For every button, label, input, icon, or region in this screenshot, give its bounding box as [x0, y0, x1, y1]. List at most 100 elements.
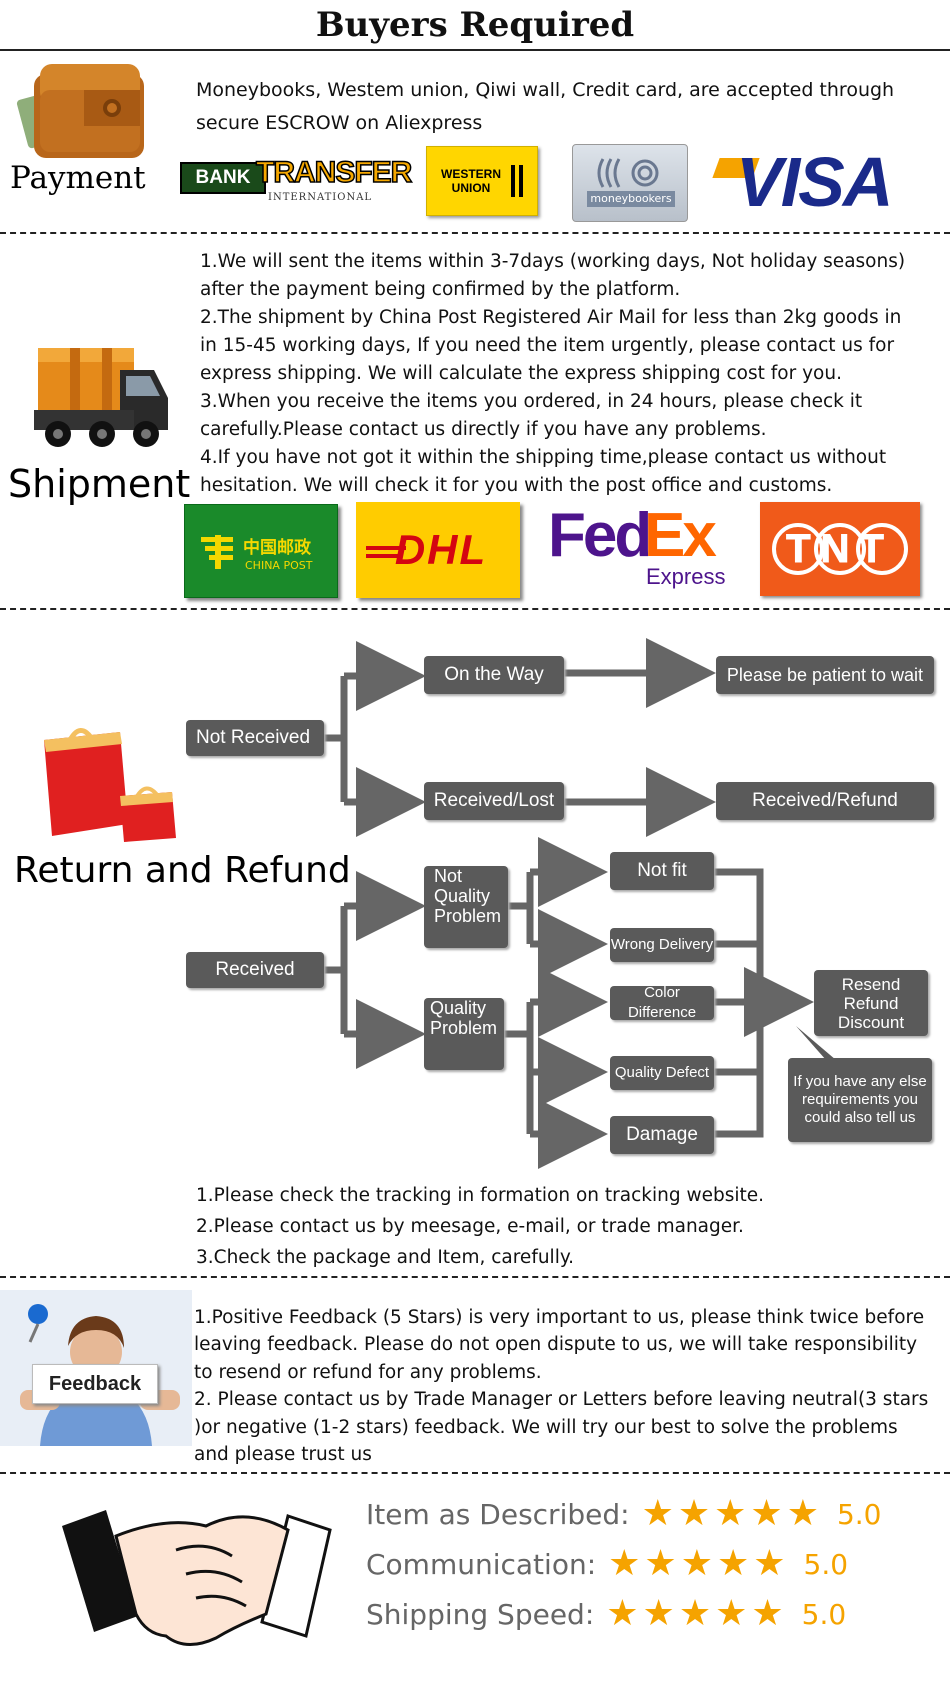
text-line: If you have any else [793, 1073, 927, 1090]
text-line: Resend [841, 974, 901, 994]
star-icon: ★ [642, 1593, 675, 1634]
bank-text: BANK [180, 162, 266, 194]
section-divider [0, 232, 950, 234]
flow-quality-defect: Quality Defect [610, 1056, 714, 1090]
text-line: 3.Check the package and Item, carefully. [196, 1247, 575, 1268]
rating-label: Item as Described: [366, 1497, 630, 1531]
star-icon: ★ [716, 1543, 750, 1584]
feedback-image: Feedback [0, 1290, 192, 1446]
visa-logo: VISA [712, 143, 906, 221]
fedex-fed-text: Fed [548, 501, 652, 570]
visa-text: VISA [736, 143, 893, 221]
text-line: secure ESCROW on Aliexpress [196, 112, 483, 134]
union-text: UNION [451, 181, 491, 195]
rating-score: 5.0 [801, 1597, 847, 1631]
shopping-bags-icon [34, 714, 184, 846]
moneybookers-arcs-icon [597, 158, 659, 188]
section-divider [0, 608, 950, 610]
star-icon: ★ [677, 1493, 711, 1534]
star-icon: ★ [786, 1493, 819, 1534]
flow-quality-problem: Quality Problem [424, 998, 504, 1070]
text-line: to resend or refund for any problems. [194, 1361, 542, 1383]
star-icon: ★ [608, 1543, 641, 1584]
refund-notes: 1.Please check the tracking in formation… [196, 1180, 764, 1273]
text-line: 3.When you receive the items you ordered… [200, 391, 863, 412]
tnt-text: TNT [786, 527, 894, 572]
flow-not-fit: Not fit [610, 852, 714, 890]
flow-else-requirements: If you have any else requirements you co… [788, 1058, 932, 1142]
text-line: could also tell us [804, 1109, 916, 1126]
speech-tail-icon [796, 1026, 836, 1060]
text-line: 2.Please contact us by meesage, e-mail, … [196, 1216, 744, 1237]
text-line: Quality [430, 998, 487, 1018]
payment-text: Moneybooks, Westem union, Qiwi wall, Cre… [196, 74, 894, 140]
flow-be-patient: Please be patient to wait [716, 656, 934, 694]
section-divider [0, 1276, 950, 1278]
text-line: leaving feedback. Please do not open dis… [194, 1334, 918, 1356]
feedback-text: 1.Positive Feedback (5 Stars) is very im… [194, 1304, 928, 1468]
star-icon: ★ [751, 1593, 784, 1634]
star-icon: ★ [644, 1543, 677, 1584]
text-line: )or negative (1-2 stars) feedback. We wi… [194, 1416, 898, 1438]
feedback-label: Feedback [32, 1364, 158, 1404]
flow-not-quality-problem: Not Quality Problem [424, 866, 508, 948]
china-post-en-text: CHINA POST [245, 559, 313, 572]
moneybookers-text: moneybookers [587, 191, 675, 207]
dhl-logo: DHL [356, 502, 520, 598]
star-icon: ★ [750, 1493, 783, 1534]
flow-on-the-way: On the Way [424, 656, 564, 694]
text-line: requirements you [802, 1091, 918, 1108]
text-line: Refund [843, 993, 899, 1013]
fedex-ex-text: Ex [644, 501, 717, 570]
text-line: 1.Positive Feedback (5 Stars) is very im… [194, 1307, 925, 1328]
rating-score: 5.0 [803, 1547, 849, 1581]
dhl-text: DHL [394, 526, 488, 573]
transfer-text: TRANSFER [255, 155, 413, 190]
text-line: and please trust us [194, 1444, 372, 1466]
star-icon: ★ [678, 1593, 712, 1634]
star-group: ★★★★★ [606, 1596, 787, 1632]
wallet-icon [14, 56, 154, 166]
rating-communication: Communication: ★★★★★ 5.0 [366, 1546, 848, 1582]
star-group: ★★★★★ [608, 1546, 789, 1582]
flow-wrong-delivery: Wrong Delivery [610, 928, 714, 962]
text-line: Problem [434, 906, 502, 926]
moneybookers-logo: moneybookers [572, 144, 688, 222]
fedex-logo: Fed Ex Express [548, 501, 742, 594]
rating-label: Shipping Speed: [366, 1597, 595, 1631]
page-title: Buyers Required [315, 5, 635, 45]
china-post-cn-text: 中国邮政 [243, 538, 311, 558]
truck-icon [30, 340, 170, 452]
tnt-logo: TNT [760, 502, 920, 596]
text-line: express shipping. We will calculate the … [200, 363, 842, 384]
fedex-express-text: Express [646, 564, 726, 589]
rating-item-as-described: Item as Described: ★★★★★ 5.0 [366, 1496, 882, 1532]
flow-received: Received [186, 952, 324, 988]
flow-color-difference: Color Difference [610, 984, 714, 1021]
text-line: 2.The shipment by China Post Registered … [200, 307, 902, 328]
flow-received-refund: Received/Refund [716, 782, 934, 820]
flow-not-received: Not Received [186, 720, 324, 756]
star-icon: ★ [606, 1593, 639, 1634]
text-line: 4.If you have not got it within the ship… [200, 447, 887, 468]
text-line: Not [434, 866, 463, 886]
star-icon: ★ [714, 1493, 747, 1534]
shipment-text: 1.We will sent the items within 3-7days … [200, 248, 905, 500]
international-text: INTERNATIONAL [268, 192, 373, 203]
section-divider [0, 1472, 950, 1474]
text-line: carefully.Please contact us directly if … [200, 419, 767, 440]
title-divider [0, 49, 950, 51]
flow-resend-refund-discount: Resend Refund Discount [814, 970, 928, 1036]
bank-transfer-logo: BANK TRANSFER INTERNATIONAL [180, 155, 413, 206]
western-union-logo: WESTERN UNION [426, 146, 538, 216]
star-group: ★★★★★ [642, 1496, 823, 1532]
tnt-rings-icon [772, 523, 908, 575]
china-post-logo: 中国邮政 CHINA POST [184, 504, 338, 598]
flow-received-lost: Received/Lost [424, 782, 564, 820]
star-icon: ★ [753, 1543, 786, 1584]
rating-label: Communication: [366, 1547, 597, 1581]
handshake-icon [56, 1496, 336, 1656]
shipment-label: Shipment [8, 462, 191, 506]
text-line: Quality [434, 886, 491, 906]
